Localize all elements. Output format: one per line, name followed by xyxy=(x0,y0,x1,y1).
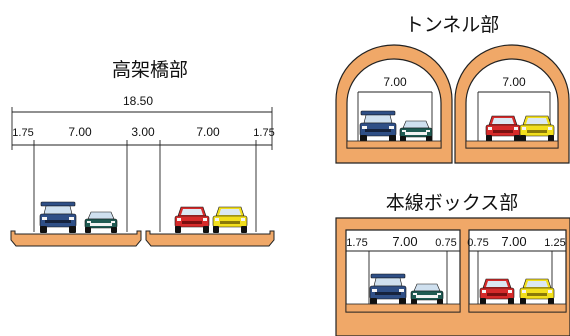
teal-car-icon xyxy=(84,211,118,234)
viaduct-dim-shoulder-left: 1.75 xyxy=(12,127,33,139)
viaduct-lane-dimension-line xyxy=(12,140,272,232)
tunnel-section: トンネル部 7.00 7.00 xyxy=(335,14,570,164)
tunnel-tube-right xyxy=(454,44,570,164)
yellow-car-icon xyxy=(519,115,555,143)
viaduct-title: 高架橋部 xyxy=(112,59,188,81)
teal-car-icon xyxy=(410,283,444,306)
blue-car-icon xyxy=(369,273,407,306)
viaduct-dim-median: 3.00 xyxy=(131,125,155,139)
red-car-icon xyxy=(174,206,210,234)
box-section: 本線ボックス部 1.75 7.00 0.75 0.75 7.00 1.25 xyxy=(335,192,570,336)
viaduct-deck-left xyxy=(10,230,142,247)
viaduct-section: 高架橋部 18.50 1.75 7.00 3.00 7.00 1.75 xyxy=(10,59,275,247)
yellow-car-icon xyxy=(212,206,248,234)
viaduct-dim-lanes-right: 7.00 xyxy=(196,125,220,139)
viaduct-deck-right xyxy=(145,230,275,247)
tunnel-right-width: 7.00 xyxy=(502,75,526,89)
red-car-icon xyxy=(485,115,521,143)
blue-car-icon xyxy=(39,201,77,234)
box-right-dim-lanes: 7.00 xyxy=(501,234,526,249)
blue-car-icon xyxy=(359,110,397,143)
viaduct-dim-lanes-left: 7.00 xyxy=(68,125,92,139)
red-car-icon xyxy=(479,278,515,306)
tunnel-title: トンネル部 xyxy=(405,14,500,36)
box-right-dim-shoulder: 1.25 xyxy=(544,237,565,249)
box-left-dim-edge: 0.75 xyxy=(435,237,456,249)
teal-car-icon xyxy=(399,120,433,143)
viaduct-dim-shoulder-right: 1.75 xyxy=(253,127,274,139)
box-title: 本線ボックス部 xyxy=(386,192,518,214)
box-left-dim-shoulder: 1.75 xyxy=(346,237,367,249)
viaduct-total-dimension-line xyxy=(11,107,273,150)
box-right-dim-edge: 0.75 xyxy=(467,237,488,249)
tunnel-tube-left xyxy=(335,44,453,164)
yellow-car-icon xyxy=(519,278,555,306)
viaduct-total-width: 18.50 xyxy=(123,94,153,108)
tunnel-left-width: 7.00 xyxy=(383,75,407,89)
box-left-dim-lanes: 7.00 xyxy=(392,234,417,249)
